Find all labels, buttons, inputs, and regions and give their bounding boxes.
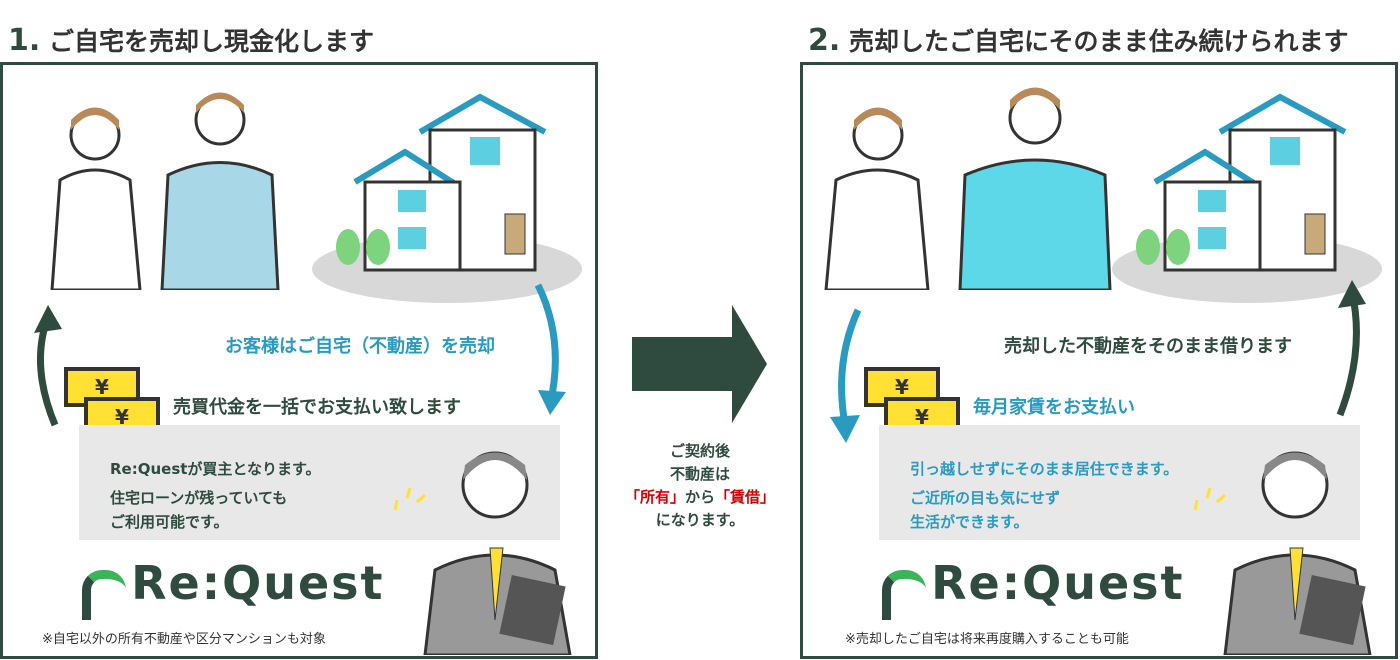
payment-label: 売買代金を一括でお支払い致します [173,397,461,418]
lease-label: 売却した不動産をそのまま借ります [1004,336,1292,357]
info-line: 生活ができます。 [910,513,1029,531]
info-line: 住宅ローンが残っていても [110,489,288,507]
center-line: になります。 [655,511,745,529]
house-illustration [1130,92,1360,276]
request-logo: Re:Quest [882,556,1185,620]
sell-label: お客様はご自宅（不動産）を売却 [225,336,495,357]
man-waving-illustration [945,80,1125,294]
lease-text: 「賃借」 [715,488,776,506]
step2-note: ※売却したご自宅は将来再度購入することも可能 [845,632,1129,647]
curved-arrow-down-icon [530,280,570,424]
woman-thinking-illustration [40,100,150,294]
center-explanation: ご契約後 不動産は 「所有」から「賃借」 になります。 [600,440,800,532]
ownership-text: 「所有」 [624,488,685,506]
curved-arrow-up-icon [1330,280,1370,424]
step1-panel [0,62,598,659]
info-line: ご近所の目も気にせず [910,489,1061,507]
center-line: ご契約後 [669,442,730,460]
agent-illustration [385,440,575,659]
info-line: Re:Questが買主となります。 [110,460,321,478]
yen-bill-icon: ¥ [864,367,940,407]
info-line: 引っ越しせずにそのまま居住できます。 [910,460,1179,478]
woman-waving-illustration [818,100,933,294]
step1-note: ※自宅以外の所有不動産や区分マンションも対象 [42,632,326,647]
man-thinking-illustration [160,85,280,294]
rent-label: 毎月家賃をお支払い [973,397,1135,418]
center-line: から [684,488,715,506]
step2-title: 2. 売却したご自宅にそのまま住み続けられます [808,23,1349,58]
step1-title: 1. ご自宅を売却し現金化します [8,23,375,58]
curved-arrow-up-icon [30,305,70,434]
agent-illustration [1185,440,1375,659]
info-line: ご利用可能です。 [110,513,229,531]
big-right-arrow-icon [632,305,767,427]
request-logo: Re:Quest [82,556,385,620]
house-illustration [330,92,560,276]
curved-arrow-down-icon [828,305,868,449]
step2-panel [800,62,1398,659]
center-line: 不動産は [669,465,730,483]
